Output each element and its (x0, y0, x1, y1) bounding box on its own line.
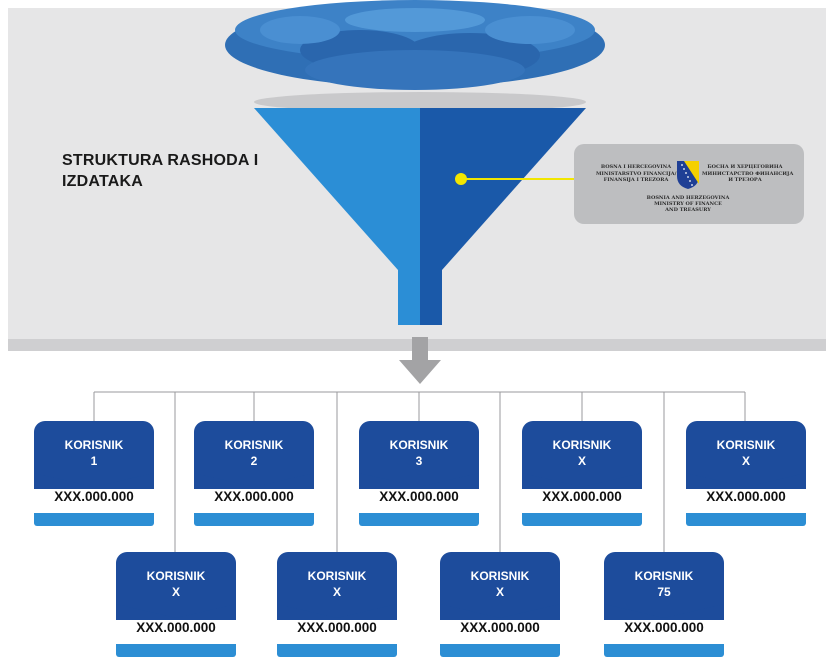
funnel-spout-right (420, 270, 442, 325)
card-label: KORISNIK 3 (359, 437, 479, 469)
card-label-title: KORISNIK (307, 569, 367, 583)
card-bar (194, 513, 314, 526)
card-label-id: X (495, 585, 504, 599)
card-chevron (194, 467, 314, 487)
card-value: XXX.000.000 (379, 489, 459, 504)
card-label: KORISNIK X (686, 437, 806, 469)
card-label-id: 3 (415, 454, 423, 468)
ministry-text-right-2: МИНИСТАРСТВО ФИНАНСИЈА (702, 171, 794, 177)
beneficiary-card: KORISNIK X XXX.000.000 (116, 552, 236, 657)
beneficiary-card: KORISNIK X XXX.000.000 (522, 421, 642, 526)
ministry-text-left-3: FINANSIJA I TREZORA (603, 177, 669, 183)
card-label-id: X (577, 454, 586, 468)
card-chevron (359, 467, 479, 487)
down-arrow-icon (399, 337, 441, 384)
card-label-title: KORISNIK (389, 438, 449, 452)
card-label-id: 2 (250, 454, 258, 468)
card-value: XXX.000.000 (542, 489, 622, 504)
card-bar (34, 513, 154, 526)
card-label-title: KORISNIK (146, 569, 206, 583)
ministry-text-left-1: BOSNA I HERCEGOVINA (600, 164, 672, 170)
funnel-spout-left (398, 270, 420, 325)
card-label-id: X (741, 454, 750, 468)
card-label-id: 1 (90, 454, 98, 468)
card-label: KORISNIK 1 (34, 437, 154, 469)
funnel-right-half (420, 108, 586, 270)
card-chevron (34, 467, 154, 487)
ministry-text-bottom-2: MINISTRY OF FINANCE (654, 201, 722, 207)
card-bar (522, 513, 642, 526)
card-chevron (604, 598, 724, 618)
card-label: KORISNIK X (522, 437, 642, 469)
card-bar (686, 513, 806, 526)
beneficiary-card: KORISNIK X XXX.000.000 (440, 552, 560, 657)
card-value: XXX.000.000 (460, 620, 540, 635)
connector-dot (455, 173, 467, 185)
ministry-text-bottom-3: AND TREASURY (665, 207, 711, 213)
ministry-text-right-1: БОСНА И ХЕРЦЕГОВИНА (707, 164, 783, 170)
card-label: KORISNIK X (440, 568, 560, 600)
card-label-title: KORISNIK (224, 438, 284, 452)
card-label-title: KORISNIK (470, 569, 530, 583)
ministry-text-left-2: MINISTARSTVO FINANCIJA/ (596, 171, 677, 177)
card-label-id: X (332, 585, 341, 599)
card-label-title: KORISNIK (552, 438, 612, 452)
funnel-left-half (254, 108, 420, 270)
card-value: XXX.000.000 (136, 620, 216, 635)
card-bar (116, 644, 236, 657)
ministry-text-right-3: И ТРЕЗОРА (728, 177, 762, 183)
card-label-id: 75 (657, 585, 671, 599)
card-label-title: KORISNIK (716, 438, 776, 452)
card-label: KORISNIK 2 (194, 437, 314, 469)
card-label-id: X (171, 585, 180, 599)
card-chevron (522, 467, 642, 487)
card-chevron (277, 598, 397, 618)
funnel-rim (254, 92, 586, 112)
card-bar (440, 644, 560, 657)
card-value: XXX.000.000 (54, 489, 134, 504)
card-chevron (440, 598, 560, 618)
card-value: XXX.000.000 (214, 489, 294, 504)
card-chevron (686, 467, 806, 487)
page-title: STRUKTURA RASHODA I IZDATAKA (62, 152, 259, 190)
card-bar (359, 513, 479, 526)
coins-icon (225, 0, 605, 90)
card-bar (604, 644, 724, 657)
card-value: XXX.000.000 (624, 620, 704, 635)
card-value: XXX.000.000 (297, 620, 377, 635)
card-label-title: KORISNIK (64, 438, 124, 452)
card-label: KORISNIK X (277, 568, 397, 600)
card-chevron (116, 598, 236, 618)
card-label: KORISNIK 75 (604, 568, 724, 600)
beneficiary-card: KORISNIK X XXX.000.000 (686, 421, 806, 526)
coat-of-arms-icon (677, 161, 699, 189)
beneficiary-card: KORISNIK X XXX.000.000 (277, 552, 397, 657)
card-value: XXX.000.000 (706, 489, 786, 504)
ministry-text-bottom-1: BOSNIA AND HERZEGOVINA (646, 195, 730, 201)
card-label: KORISNIK X (116, 568, 236, 600)
card-label-title: KORISNIK (634, 569, 694, 583)
funnel-graphic (225, 0, 605, 325)
card-bar (277, 644, 397, 657)
